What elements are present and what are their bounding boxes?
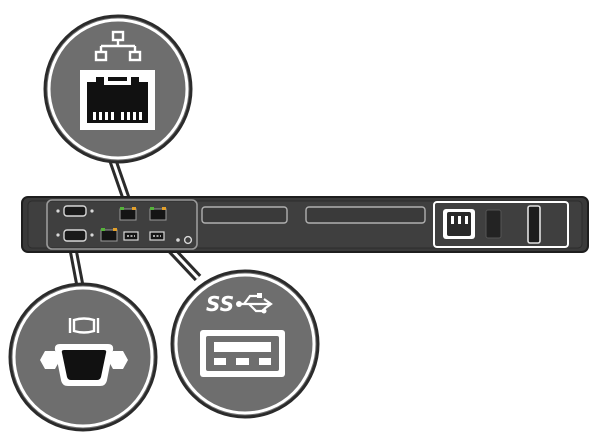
usb-port-2: [149, 231, 165, 241]
monitor-icon: [68, 317, 100, 334]
id-button: [183, 235, 193, 245]
vga-port: [56, 229, 94, 242]
usb-superspeed-icon: SS: [206, 292, 273, 316]
usb-superspeed-label: SS: [206, 292, 234, 316]
usb-callout: SS: [170, 269, 320, 419]
expansion-slot-1: [201, 206, 288, 224]
rj45-port-3: [100, 228, 118, 242]
usb-port-icon: [200, 330, 285, 377]
usb-port-1: [123, 231, 139, 241]
status-led: [176, 238, 180, 242]
video-callout: [8, 282, 158, 432]
chassis: [21, 196, 589, 253]
power-supply: [433, 201, 569, 248]
io-section-outline: [46, 199, 198, 250]
vga-port-icon: [40, 344, 128, 386]
network-icon: [94, 30, 142, 62]
rj45-port-icon: [80, 70, 155, 130]
serial-port: [56, 205, 94, 217]
expansion-slot-2: [305, 206, 426, 224]
network-callout: [43, 14, 193, 164]
rj45-port-2: [149, 207, 167, 221]
rj45-port-1: [119, 207, 137, 221]
